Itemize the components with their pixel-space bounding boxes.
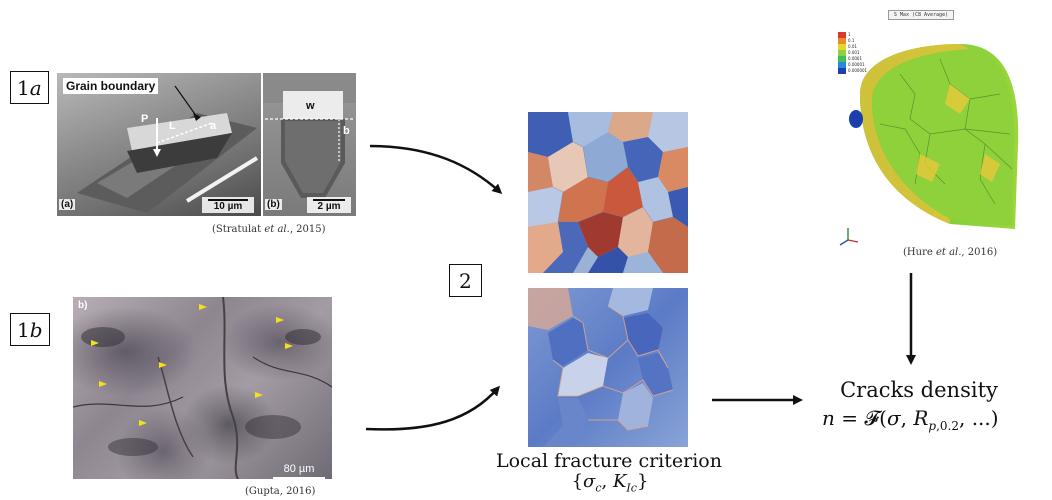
- scale-bar-b: 2 µm: [307, 197, 351, 213]
- w-label: w: [306, 100, 315, 112]
- arrow-1a-to-2: [369, 144, 503, 195]
- legend-swatch: [838, 50, 846, 56]
- legend-entry: 0.01: [838, 44, 867, 50]
- grain-boundary-label: Grain boundary: [63, 78, 159, 94]
- panel-2-label: 2: [449, 264, 482, 297]
- citation-1a: (Stratulat et al., 2015): [212, 224, 326, 235]
- fracture-stress-map: [528, 288, 688, 447]
- legend-value: 0.000001: [848, 68, 868, 73]
- grain-map-image: [528, 112, 688, 273]
- legend-value: 0.0001: [848, 56, 862, 61]
- criterion-title: Local fracture criterion: [496, 450, 722, 472]
- legend-value: 1: [848, 32, 851, 37]
- legend-swatch: [838, 68, 846, 74]
- legend-swatch: [838, 44, 846, 50]
- legend-swatch: [838, 38, 846, 44]
- legend-swatch: [838, 56, 846, 62]
- legend-entry: 0.1: [838, 38, 867, 44]
- panel-1a-label: 1a: [10, 71, 49, 104]
- l-label: L: [169, 120, 176, 132]
- legend-entry: 0.001: [838, 50, 867, 56]
- output-formula: n = 𝓕(σ, Rp,0.2, ...): [822, 406, 999, 433]
- citation-1b: (Gupta, 2016): [245, 486, 316, 497]
- legend-entry: 1: [838, 32, 867, 38]
- legend-value: 0.001: [848, 50, 860, 55]
- sem-image-b: w b (b) 2 µm: [263, 73, 356, 216]
- legend-value: 0.1: [848, 38, 855, 43]
- p-label: P: [141, 113, 149, 125]
- sub-a-tag: (a): [59, 199, 76, 210]
- panel-1b-label: 1b: [10, 313, 50, 346]
- a-label: a: [210, 120, 217, 132]
- sem-image-a: Grain boundary P L a (a) 10 µm: [57, 73, 261, 216]
- legend-entry: 0.00001: [838, 62, 867, 68]
- micrograph-corner-tag: b): [78, 300, 88, 311]
- criterion-params: {σc, KIc}: [571, 471, 649, 495]
- legend-entry: 0.000001: [838, 68, 867, 74]
- citation-3d: (Hure et al., 2016): [903, 247, 998, 258]
- legend-title: S Max (C8 Average): [888, 10, 954, 20]
- micrograph-image: b) 80 µm: [73, 297, 332, 479]
- legend-value: 0.01: [848, 44, 857, 49]
- legend-swatch: [838, 62, 846, 68]
- legend-value: 0.00001: [848, 62, 865, 67]
- output-title: Cracks density: [840, 378, 998, 402]
- scale-bar-a: 10 µm: [202, 197, 254, 213]
- scale-bar-1b: 80 µm: [273, 457, 325, 479]
- legend-swatch: [838, 32, 846, 38]
- b-label: b: [343, 125, 350, 137]
- sub-b-tag: (b): [265, 199, 282, 210]
- arrow-1b-to-2: [365, 385, 500, 431]
- legend-entry: 0.0001: [838, 56, 867, 62]
